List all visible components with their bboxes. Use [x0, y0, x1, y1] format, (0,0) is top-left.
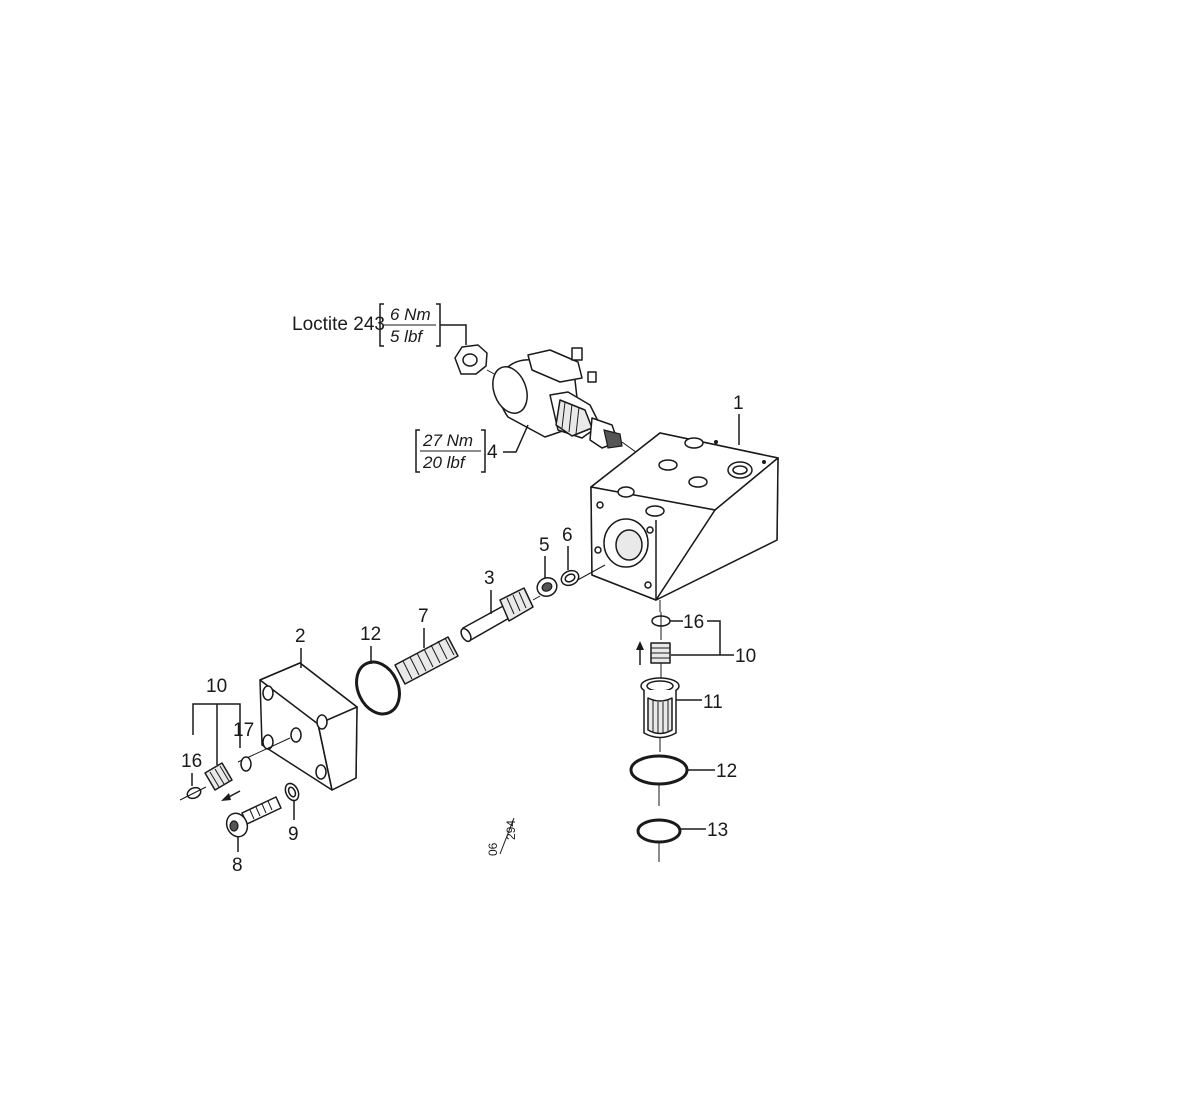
o-ring-12-left	[355, 660, 401, 716]
callout-10-right: 10	[735, 646, 756, 667]
o-ring-6	[560, 569, 580, 587]
callout-6: 6	[562, 525, 573, 546]
hex-nut	[454, 344, 506, 381]
callout-7: 7	[418, 606, 429, 627]
callout-8: 8	[232, 855, 243, 876]
drawing-reference: 06 294	[486, 817, 518, 856]
spring-7	[394, 636, 459, 685]
callout-13: 13	[707, 820, 728, 841]
o-ring-13	[636, 818, 682, 862]
leader-10-right	[671, 620, 734, 656]
callout-4: 4	[487, 442, 498, 463]
filter-11	[640, 677, 680, 752]
orifice-right	[636, 612, 671, 680]
callout-11: 11	[703, 692, 723, 713]
leader-4	[503, 424, 529, 453]
callout-10-left: 10	[206, 676, 227, 697]
callout-17: 17	[233, 720, 254, 741]
callout-12-left: 12	[360, 624, 381, 645]
screw-8	[225, 796, 282, 838]
orifice-left	[179, 756, 252, 801]
valve-body	[573, 432, 779, 612]
leader-10-left	[192, 703, 241, 765]
torque-lbf-label-2: 20 lbf	[422, 453, 467, 472]
torque-spec-nut: Loctite 243 6 Nm 5 lbf	[292, 303, 467, 347]
drawing-ref-top: 06	[486, 842, 500, 856]
callout-3: 3	[484, 568, 495, 589]
callout-16-left: 16	[181, 751, 202, 772]
solenoid-valve	[492, 347, 641, 456]
torque-lbf-label: 5 lbf	[390, 327, 424, 346]
torque-spec-cartridge: 27 Nm 20 lbf	[415, 429, 486, 473]
o-ring-12-right	[629, 754, 689, 806]
washer-5	[536, 577, 558, 597]
torque-nm-label-2: 27 Nm	[422, 431, 473, 450]
spool-3	[460, 587, 541, 643]
callout-5: 5	[539, 535, 550, 556]
callout-12-right: 12	[716, 761, 737, 782]
loctite-label: Loctite 243	[292, 314, 385, 335]
cover-plate-2	[237, 662, 358, 791]
washer-9	[284, 782, 300, 802]
callout-2: 2	[295, 626, 306, 647]
callout-16-right: 16	[683, 612, 704, 633]
callout-1: 1	[733, 393, 744, 414]
drawing-ref-bottom: 294	[504, 820, 518, 840]
torque-nm-label: 6 Nm	[390, 305, 431, 324]
callout-9: 9	[288, 824, 299, 845]
